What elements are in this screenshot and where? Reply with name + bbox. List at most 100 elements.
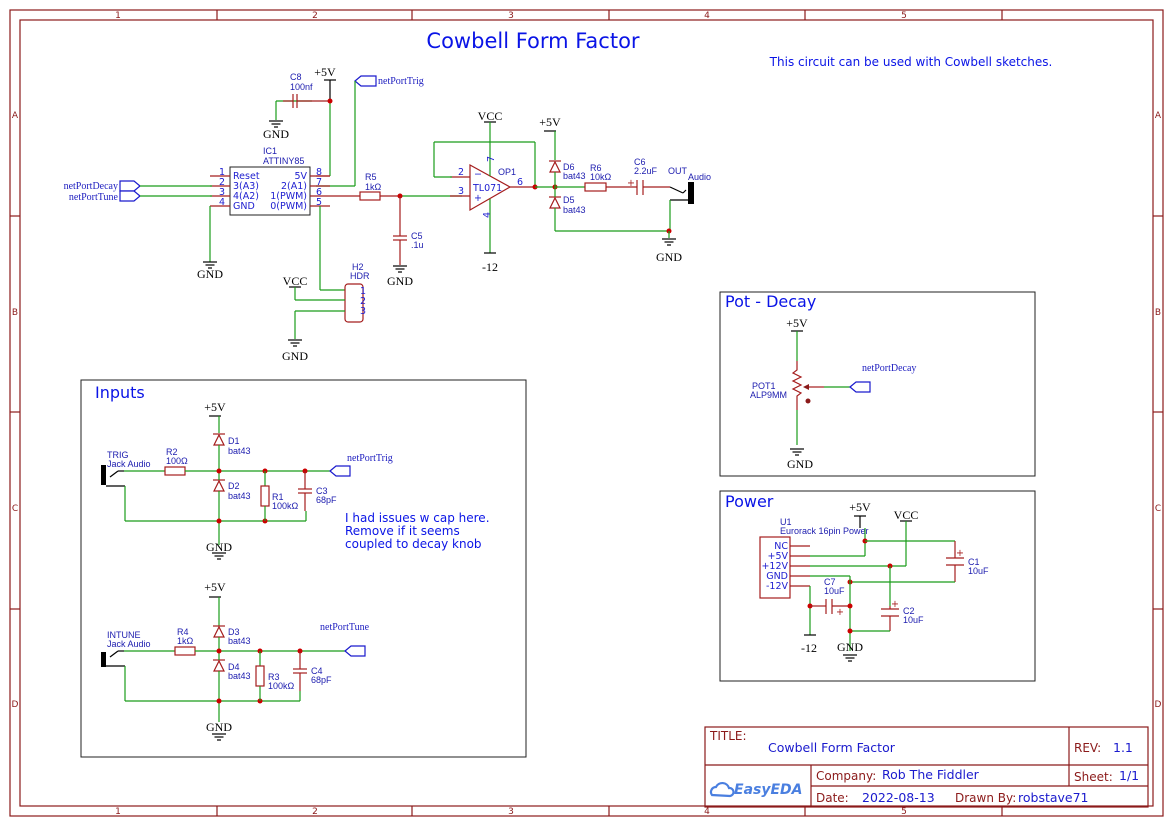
h2-pin: 1	[360, 286, 366, 297]
c3-ref: C3	[316, 486, 328, 496]
op1-pin: 4	[482, 212, 493, 218]
power-title: Power	[725, 492, 774, 511]
c6-polarity: +	[627, 178, 635, 189]
ic1-pin-num: 4	[219, 197, 225, 208]
c5-value: .1u	[411, 240, 424, 250]
u1-pin: NC	[774, 541, 788, 552]
d5-ref: D5	[563, 195, 575, 205]
ic1-body	[229, 166, 311, 216]
power-label-5v: +5V	[204, 400, 226, 414]
column-label: 5	[901, 11, 907, 21]
power-label-5v: +5V	[786, 316, 808, 330]
row-label: A	[1155, 111, 1162, 121]
power-section: Power U1 Eurorack 16pin Power NC +5V +12…	[719, 490, 1036, 682]
d4-symbol	[213, 659, 225, 672]
d3-ref: D3	[228, 627, 240, 637]
d6-symbol	[549, 160, 561, 173]
ic1-pin-name: 4(A2)	[233, 191, 259, 202]
ic1-pin-name: 0(PWM)	[270, 201, 307, 212]
logo-text: EasyEDA	[734, 782, 803, 798]
c2-polarity: +	[891, 599, 899, 610]
row-label: A	[12, 111, 19, 121]
r4-value: 1kΩ	[177, 636, 194, 646]
c7-value: 10uF	[824, 586, 845, 596]
ic1-pin-num: 6	[316, 187, 322, 198]
op1-pin: 6	[517, 177, 523, 188]
row-label: D	[12, 700, 19, 710]
ic1-pin-num: 5	[316, 197, 322, 208]
power-label-5v: +5V	[539, 115, 561, 129]
op1-pin: 3	[458, 186, 464, 197]
pot-decay-section: Pot - Decay +5V netPortDecay POT1 ALP9MM…	[719, 291, 1036, 477]
r1-ref: R1	[272, 492, 284, 502]
r6-value: 10kΩ	[590, 172, 612, 182]
ic1-pin-num: 8	[316, 167, 322, 178]
sheet-label: Sheet:	[1074, 770, 1113, 784]
column-label: 1	[115, 807, 121, 817]
u1-pin: +5V	[767, 551, 788, 562]
ic1-pin-name: GND	[233, 201, 255, 212]
gnd-label: GND	[837, 640, 863, 654]
r5-body	[359, 191, 381, 201]
sheet-note: This circuit can be used with Cowbell sk…	[769, 55, 1053, 69]
pot1-body	[791, 361, 803, 410]
note-line: I had issues w cap here.	[345, 511, 490, 525]
d1-symbol	[213, 433, 225, 446]
op1-ref: OP1	[498, 167, 516, 177]
c1-ref: C1	[968, 557, 980, 567]
c7-polarity: +	[836, 607, 844, 618]
ic1-pin-name: Reset	[233, 171, 260, 182]
inputs-section: Inputs +5V D1 bat43 D2 bat43 TRIG Jack A…	[80, 379, 527, 758]
net-port-trig-label: netPortTrig	[378, 76, 424, 87]
d1-value: bat43	[228, 446, 251, 456]
column-label: 5	[901, 807, 907, 817]
title-value: Cowbell Form Factor	[768, 740, 896, 755]
column-label: 3	[508, 11, 514, 21]
h2-ref: H2	[352, 262, 364, 272]
out-jack-body	[688, 182, 694, 204]
power-label-5v: +5V	[204, 580, 226, 594]
pot1-wiper	[803, 384, 809, 390]
c2-value: 10uF	[903, 615, 924, 625]
ic1-ref: IC1	[263, 146, 277, 156]
r6-ref: R6	[590, 163, 602, 173]
m12-label: -12	[482, 260, 498, 274]
u1-pin: -12V	[766, 581, 789, 592]
row-label: B	[1155, 308, 1161, 318]
ic1-value: ATTINY85	[263, 156, 304, 166]
c5-ref: C5	[411, 231, 423, 241]
date-value: 2022-08-13	[862, 790, 935, 805]
r1-body	[260, 485, 270, 507]
row-label: C	[1155, 504, 1161, 514]
net-port-decay-flag	[119, 180, 141, 192]
c4-ref: C4	[311, 666, 323, 676]
column-label: 3	[508, 807, 514, 817]
h2-pin: 3	[360, 306, 366, 317]
gnd-label: GND	[206, 720, 232, 734]
r3-value: 100kΩ	[268, 681, 295, 691]
c6-ref: C6	[634, 157, 646, 167]
row-label: D	[1155, 700, 1162, 710]
pot-title: Pot - Decay	[725, 292, 816, 311]
u1-body	[759, 536, 791, 599]
net-port-trig-label: netPortTrig	[347, 453, 393, 464]
company-value: Rob The Fiddler	[882, 767, 980, 782]
ic1-pin-num: 3	[219, 187, 225, 198]
u1-ref: U1	[780, 517, 792, 527]
power-label-5v: +5V	[314, 65, 336, 79]
net-port-tune-label: netPortTune	[69, 192, 119, 203]
d5-symbol	[549, 196, 561, 209]
op1-pin: 7	[486, 156, 497, 162]
gnd-label: GND	[206, 540, 232, 554]
ground-symbol	[789, 448, 805, 456]
net-port-tune-flag	[344, 645, 366, 657]
gnd-label: GND	[197, 267, 223, 281]
tune-jack-ref: INTUNE	[107, 630, 141, 640]
c2-ref: C2	[903, 606, 915, 616]
net-port-trig-flag	[329, 465, 351, 477]
op1-minus: −	[474, 169, 482, 180]
ic1-pin-name: 1(PWM)	[270, 191, 307, 202]
row-label: B	[12, 308, 18, 318]
c8-value: 100nf	[290, 82, 313, 92]
sheet-value: 1/1	[1119, 768, 1139, 783]
